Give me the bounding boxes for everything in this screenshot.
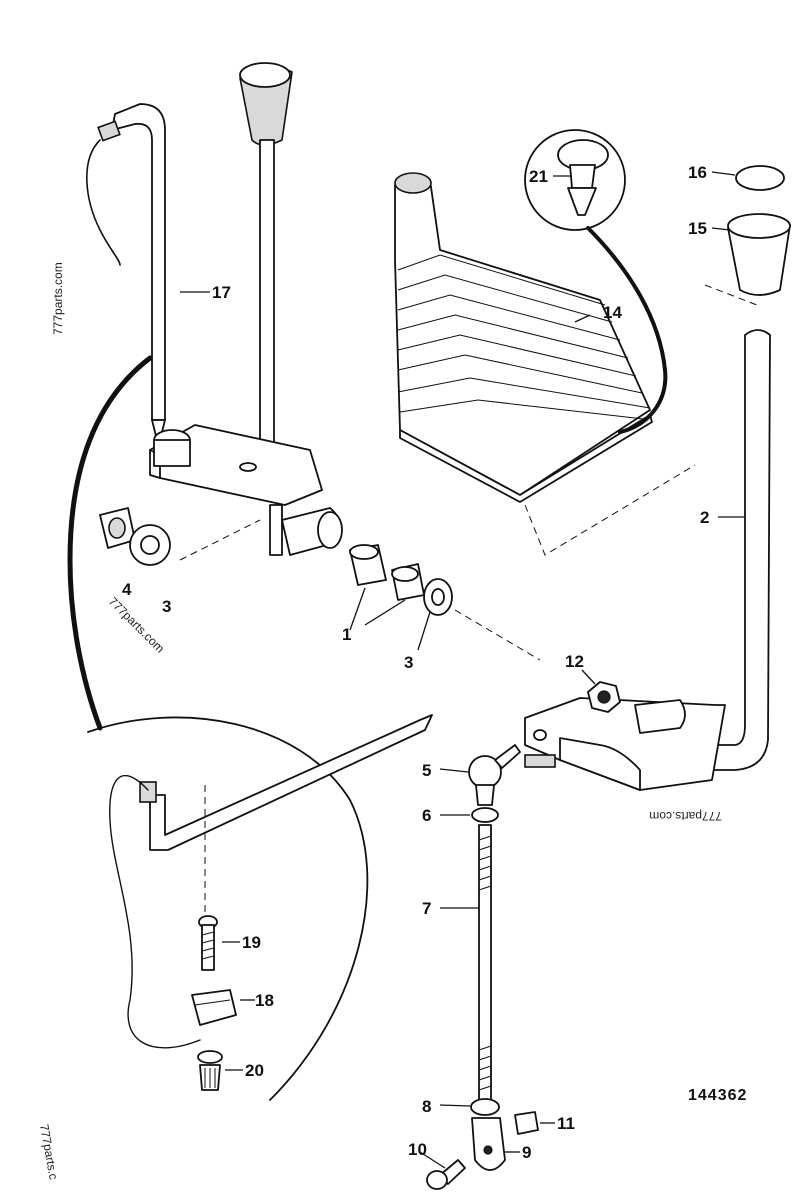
part-15-knob — [711, 213, 791, 296]
callout-9: 9 — [522, 1143, 531, 1162]
callout-17: 17 — [212, 283, 231, 302]
drawing-number: 144362 — [688, 1087, 747, 1104]
cable-arc — [67, 355, 153, 731]
part-8-nut — [439, 1098, 500, 1116]
axis-line — [454, 609, 541, 661]
callout-4: 4 — [122, 580, 132, 599]
part-16-cap — [711, 165, 785, 191]
callout-7: 7 — [422, 899, 431, 918]
watermark-1: 777parts.com — [51, 262, 65, 335]
detail-lever — [109, 714, 433, 1049]
callout-1: 1 — [342, 625, 351, 644]
gear-lever — [239, 62, 293, 481]
part-11-clip — [514, 1111, 555, 1135]
part-3-washer-right — [417, 578, 453, 651]
part-3-washer-left — [129, 524, 171, 566]
callout-10: 10 — [408, 1140, 427, 1159]
callout-14: 14 — [603, 303, 622, 322]
callout-12: 12 — [565, 652, 584, 671]
part-19-screw — [198, 915, 240, 971]
part-1-bushes — [349, 544, 425, 631]
part-7-rod — [440, 824, 492, 1106]
part-18-clip — [191, 989, 255, 1026]
detail-circle — [87, 716, 369, 1101]
part-2-bracket — [524, 697, 726, 791]
part-5-ball-joint — [439, 744, 521, 806]
callout-8: 8 — [422, 1097, 431, 1116]
callout-6: 6 — [422, 806, 431, 825]
callout-20: 20 — [245, 1061, 264, 1080]
gaiter-guide — [524, 464, 696, 556]
callout-16: 16 — [688, 163, 707, 182]
callout-3a: 3 — [162, 597, 171, 616]
part-4-clip — [99, 507, 136, 549]
part-10-pin — [419, 1151, 466, 1190]
part-9-clevis — [471, 1117, 520, 1171]
part-6-nut — [440, 807, 499, 823]
callout-5: 5 — [422, 761, 431, 780]
watermark-3: 777parts.com — [649, 809, 722, 823]
part-14-gaiter — [394, 172, 653, 503]
part-20-rivet — [197, 1050, 243, 1091]
part-17-lever — [86, 103, 210, 441]
part-12-nut — [581, 669, 621, 713]
callout-11: 11 — [557, 1114, 575, 1133]
callout-labels: 17 4 3 1 3 14 21 16 15 2 12 5 6 7 8 9 10… — [122, 163, 709, 1162]
part-2-lever — [707, 329, 771, 771]
callout-18: 18 — [255, 991, 274, 1010]
part-21-detail — [524, 129, 668, 434]
knob-guide — [704, 284, 758, 306]
callout-21: 21 — [529, 167, 548, 186]
watermark-2: 777parts.com — [106, 594, 167, 655]
watermark-4: 777parts.c — [37, 1123, 61, 1181]
callout-15: 15 — [688, 219, 707, 238]
callout-19: 19 — [242, 933, 261, 952]
callout-3b: 3 — [404, 653, 413, 672]
mounting-plate — [149, 424, 343, 561]
callout-2: 2 — [700, 508, 709, 527]
